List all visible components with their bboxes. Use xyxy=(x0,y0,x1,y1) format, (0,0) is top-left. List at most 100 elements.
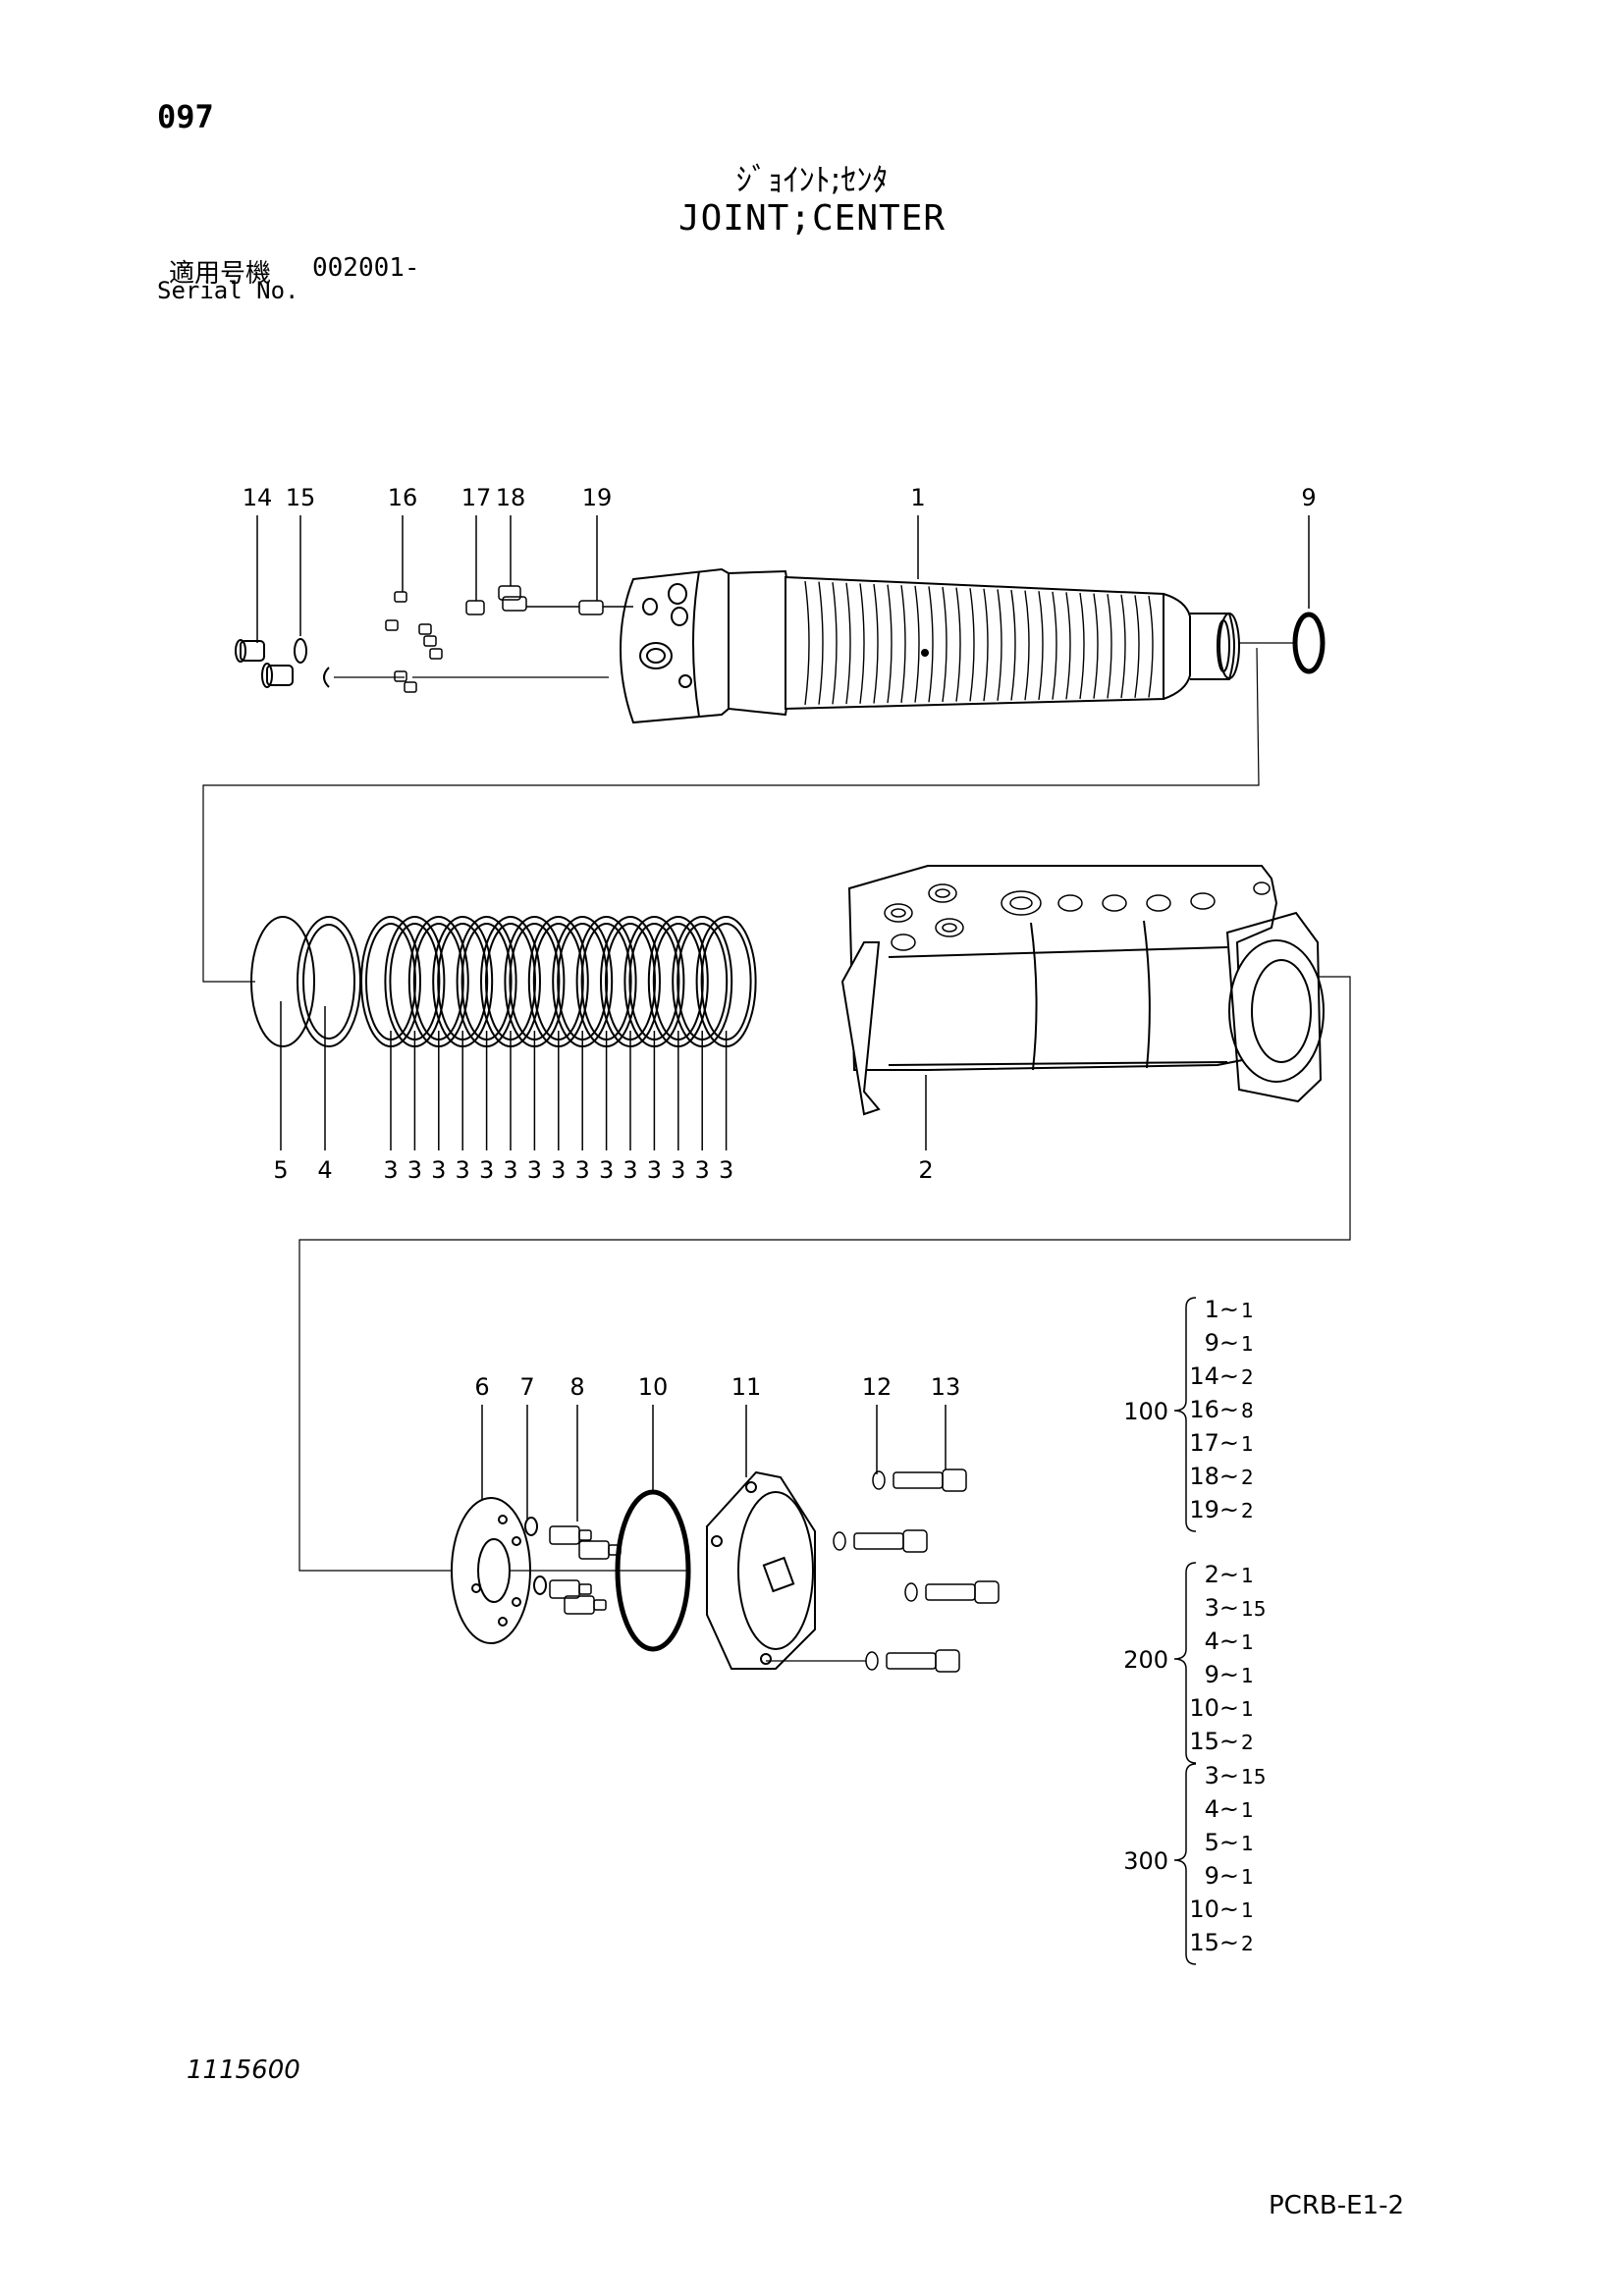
callout-1: 1 xyxy=(910,484,925,511)
callout-3: 3 xyxy=(431,1156,446,1184)
callout-3: 3 xyxy=(623,1156,637,1184)
callout-7: 7 xyxy=(519,1373,534,1401)
callout-17: 17 xyxy=(461,484,492,511)
callout-19: 19 xyxy=(582,484,613,511)
callout-3: 3 xyxy=(503,1156,517,1184)
plugs-16 xyxy=(385,591,443,693)
kit-item-qty: 2 xyxy=(1241,1731,1254,1754)
kit-item: 15~ xyxy=(1189,1929,1239,1956)
callout-3: 3 xyxy=(456,1156,470,1184)
callout-3: 3 xyxy=(719,1156,733,1184)
kit-item-qty: 1 xyxy=(1241,1898,1254,1922)
kit-item-qty: 1 xyxy=(1241,1832,1254,1855)
kit-item: 3~ xyxy=(1205,1594,1239,1622)
callout-8: 8 xyxy=(569,1373,584,1401)
ring-4 xyxy=(297,916,361,1047)
callout-3: 3 xyxy=(647,1156,662,1184)
kit-item-qty: 1 xyxy=(1241,1630,1254,1654)
kit-item-qty: 1 xyxy=(1241,1564,1254,1587)
kit-item: 19~ xyxy=(1189,1496,1239,1523)
plug-14 xyxy=(235,639,294,688)
kit-item-qty: 1 xyxy=(1241,1865,1254,1889)
oring-9 xyxy=(1292,612,1326,674)
kit-item-qty: 1 xyxy=(1241,1664,1254,1687)
kit-item: 15~ xyxy=(1189,1728,1239,1755)
callout-9: 9 xyxy=(1301,484,1316,511)
ring-5 xyxy=(250,916,315,1047)
callout-18: 18 xyxy=(496,484,526,511)
callout-12: 12 xyxy=(862,1373,893,1401)
callout-3: 3 xyxy=(479,1156,494,1184)
callout-3: 3 xyxy=(527,1156,542,1184)
callout-2: 2 xyxy=(918,1156,933,1184)
callout-3: 3 xyxy=(383,1156,398,1184)
oring-15 xyxy=(294,638,307,664)
callout-5: 5 xyxy=(273,1156,288,1184)
kit-item-qty: 1 xyxy=(1241,1798,1254,1822)
callout-14: 14 xyxy=(243,484,273,511)
kit-item: 9~ xyxy=(1205,1329,1239,1357)
kit-item-qty: 2 xyxy=(1241,1932,1254,1955)
kit-item: 10~ xyxy=(1189,1694,1239,1722)
kit-item: 9~ xyxy=(1205,1661,1239,1688)
callout-13: 13 xyxy=(931,1373,961,1401)
oring-10 xyxy=(615,1489,691,1652)
washer-7 xyxy=(524,1517,538,1536)
plate-part-6 xyxy=(451,1497,531,1644)
serial-label-english: Serial No. xyxy=(157,277,299,304)
kit-item: 16~ xyxy=(1189,1396,1239,1423)
kit-item: 18~ xyxy=(1189,1463,1239,1490)
kit-item-qty: 15 xyxy=(1241,1765,1266,1789)
kit-item: 5~ xyxy=(1205,1829,1239,1856)
title-english: JOINT;CENTER xyxy=(677,198,947,239)
kit-item-qty: 1 xyxy=(1241,1697,1254,1721)
kit-item-qty: 2 xyxy=(1241,1365,1254,1389)
title-japanese: ｼﾞｮｲﾝﾄ;ｾﾝﾀ xyxy=(735,161,889,198)
serial-number: 002001- xyxy=(312,253,420,283)
spindle-part-1 xyxy=(619,567,1240,724)
kit-number: 100 xyxy=(1123,1398,1168,1425)
page-number: 097 xyxy=(157,98,214,135)
kit-item-qty: 8 xyxy=(1241,1399,1254,1422)
callout-11: 11 xyxy=(731,1373,762,1401)
bolts-13 xyxy=(766,1468,1000,1673)
washer-7b xyxy=(533,1575,547,1595)
page-code: PCRB-E1-2 xyxy=(1269,2191,1405,2220)
bolts-8 xyxy=(549,1525,622,1615)
housing-part-2 xyxy=(840,865,1325,1116)
cover-part-11 xyxy=(706,1470,816,1670)
callout-3: 3 xyxy=(599,1156,614,1184)
kit-item: 14~ xyxy=(1189,1362,1239,1390)
kit-number: 300 xyxy=(1123,1847,1168,1875)
seal-rings xyxy=(250,916,757,1150)
kit-item-qty: 2 xyxy=(1241,1499,1254,1522)
kit-brace xyxy=(1173,1763,1197,1965)
ring-4-inner xyxy=(302,924,355,1040)
fittings-17-18-19 xyxy=(465,585,633,615)
callout-16: 16 xyxy=(388,484,418,511)
kit-brace xyxy=(1173,1562,1197,1764)
kit-brace xyxy=(1173,1297,1197,1532)
kit-item: 1~ xyxy=(1205,1296,1239,1323)
kit-item: 4~ xyxy=(1205,1795,1239,1823)
callout-3: 3 xyxy=(575,1156,590,1184)
drawing-number: 1115600 xyxy=(187,2056,300,2085)
kit-item: 9~ xyxy=(1205,1862,1239,1890)
kit-item: 4~ xyxy=(1205,1628,1239,1655)
kit-item: 3~ xyxy=(1205,1762,1239,1789)
kit-item: 2~ xyxy=(1205,1561,1239,1588)
callout-3: 3 xyxy=(695,1156,710,1184)
callout-15: 15 xyxy=(286,484,316,511)
kit-item-qty: 15 xyxy=(1241,1597,1266,1621)
kit-item: 10~ xyxy=(1189,1896,1239,1923)
kit-number: 200 xyxy=(1123,1646,1168,1674)
oring-15b xyxy=(323,667,330,688)
callout-6: 6 xyxy=(474,1373,489,1401)
kit-item-qty: 1 xyxy=(1241,1299,1254,1322)
kit-item: 17~ xyxy=(1189,1429,1239,1457)
callout-3: 3 xyxy=(407,1156,422,1184)
